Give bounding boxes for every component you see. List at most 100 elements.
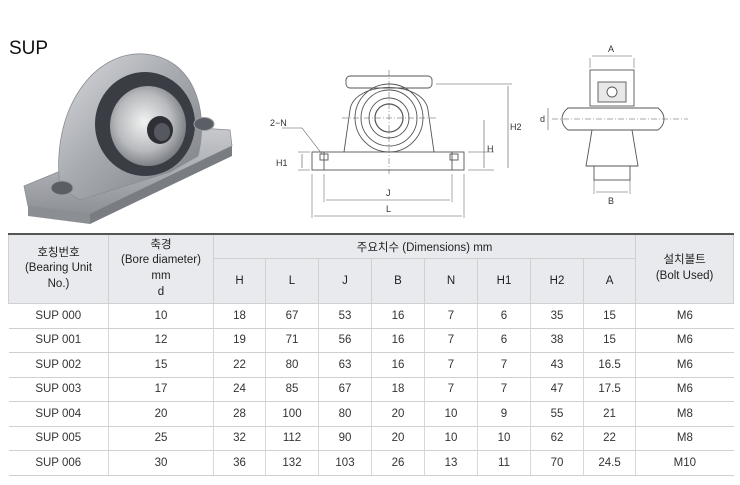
cell-j: 80: [318, 401, 372, 427]
col-h-header: H: [213, 258, 266, 304]
d-dimension-label: d: [540, 114, 545, 124]
cell-h1: 6: [477, 303, 531, 329]
cell-a: 16.5: [583, 352, 637, 378]
cell-h2: 38: [530, 327, 584, 353]
cell-d: 10: [108, 303, 214, 329]
cell-j: 67: [318, 376, 372, 402]
dimensions-header: 주요치수 (Dimensions) mm: [212, 233, 637, 259]
cell-unit: SUP 001: [8, 327, 109, 353]
cell-h: 36: [213, 450, 266, 476]
cell-j: 53: [318, 303, 372, 329]
cell-bolt: M6: [635, 327, 734, 353]
cell-h2: 35: [530, 303, 584, 329]
b-dimension-label: B: [608, 196, 614, 206]
a-dimension-label: A: [608, 44, 614, 54]
cell-h: 18: [213, 303, 266, 329]
cell-h1: 9: [477, 401, 531, 427]
cell-bolt: M6: [635, 352, 734, 378]
cell-h1: 7: [477, 376, 531, 402]
cell-l: 67: [265, 303, 319, 329]
cell-a: 15: [583, 327, 637, 353]
cell-h2: 70: [530, 450, 584, 476]
spec-table: 호칭번호 (Bearing Unit No.) 축경 (Bore diamete…: [8, 233, 735, 476]
cell-h2: 47: [530, 376, 584, 402]
cell-b: 16: [371, 352, 425, 378]
bolt-used-header: 설치볼트 (Bolt Used): [635, 233, 735, 304]
cell-bolt: M8: [635, 425, 734, 451]
cell-n: 7: [424, 376, 478, 402]
cell-l: 100: [265, 401, 319, 427]
cell-j: 90: [318, 425, 372, 451]
j-dimension-label: J: [386, 188, 391, 198]
h-dimension-label: H: [487, 144, 494, 154]
cell-unit: SUP 003: [8, 376, 109, 402]
cell-h1: 7: [477, 352, 531, 378]
cell-a: 17.5: [583, 376, 637, 402]
cell-b: 18: [371, 376, 425, 402]
cell-n: 10: [424, 401, 478, 427]
cell-unit: SUP 004: [8, 401, 109, 427]
col-j-header: J: [318, 258, 372, 304]
cell-bolt: M10: [635, 450, 734, 476]
cell-n: 7: [424, 327, 478, 353]
cell-d: 30: [108, 450, 214, 476]
cell-bolt: M6: [635, 303, 734, 329]
cell-j: 103: [318, 450, 372, 476]
cell-h1: 10: [477, 425, 531, 451]
cell-bolt: M8: [635, 401, 734, 427]
cell-h: 22: [213, 352, 266, 378]
cell-b: 16: [371, 303, 425, 329]
cell-unit: SUP 000: [8, 303, 109, 329]
cell-l: 80: [265, 352, 319, 378]
cell-unit: SUP 005: [8, 425, 109, 451]
cell-unit: SUP 006: [8, 450, 109, 476]
cell-j: 63: [318, 352, 372, 378]
cell-n: 7: [424, 352, 478, 378]
h2-dimension-label: H2: [510, 122, 522, 132]
bearing-unit-header: 호칭번호 (Bearing Unit No.): [8, 233, 109, 304]
cell-h2: 62: [530, 425, 584, 451]
pillow-block-bearing-photo: [23, 53, 233, 224]
cell-a: 24.5: [583, 450, 637, 476]
cell-l: 132: [265, 450, 319, 476]
cell-h: 19: [213, 327, 266, 353]
cell-b: 26: [371, 450, 425, 476]
cell-a: 22: [583, 425, 637, 451]
cell-n: 13: [424, 450, 478, 476]
cell-n: 10: [424, 425, 478, 451]
cell-h1: 6: [477, 327, 531, 353]
cell-l: 85: [265, 376, 319, 402]
page-title: SUP: [9, 38, 49, 59]
cell-a: 15: [583, 303, 637, 329]
cell-d: 17: [108, 376, 214, 402]
cell-d: 25: [108, 425, 214, 451]
cell-l: 71: [265, 327, 319, 353]
cell-bolt: M6: [635, 376, 734, 402]
cell-d: 20: [108, 401, 214, 427]
cell-unit: SUP 002: [8, 352, 109, 378]
col-b-header: B: [371, 258, 425, 304]
col-h1-header: H1: [477, 258, 531, 304]
cell-h2: 55: [530, 401, 584, 427]
col-a-header: A: [582, 258, 637, 304]
l-dimension-label: L: [386, 204, 391, 214]
col-l-header: L: [265, 258, 319, 304]
col-n-header: N: [424, 258, 478, 304]
cell-h1: 11: [477, 450, 531, 476]
cell-b: 20: [371, 401, 425, 427]
cell-b: 16: [371, 327, 425, 353]
cell-j: 56: [318, 327, 372, 353]
cell-d: 12: [108, 327, 214, 353]
cell-a: 21: [583, 401, 637, 427]
h1-dimension-label: H1: [276, 158, 288, 168]
cell-n: 7: [424, 303, 478, 329]
col-h2-header: H2: [530, 258, 584, 304]
n-dimension-label: 2−N: [270, 118, 287, 128]
side-section-drawing: A d B: [540, 44, 688, 206]
